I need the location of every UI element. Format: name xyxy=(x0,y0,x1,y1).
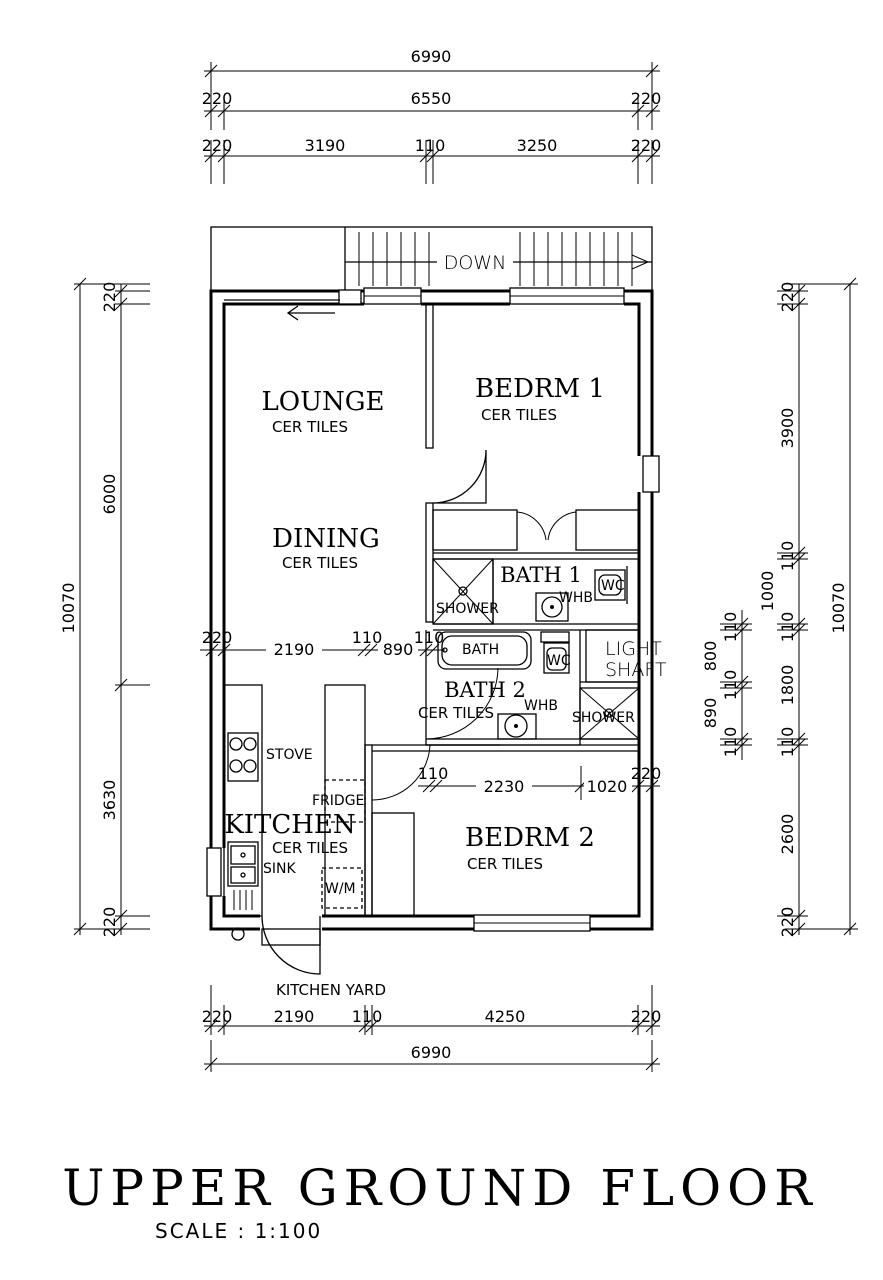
shower-2-label: SHOWER xyxy=(572,710,635,726)
shower-1-label: SHOWER xyxy=(436,601,499,617)
dim-left-detail-b: 6000 xyxy=(100,474,119,515)
dim-right-detail-e: 110 xyxy=(778,612,797,643)
bath-label: BATH xyxy=(462,642,499,658)
dim-right-detail-d: 1000 xyxy=(758,571,777,612)
shower-1 xyxy=(432,558,494,625)
dim-top-detail-e: 220 xyxy=(631,136,662,155)
room-bath2-name: BATH 2 xyxy=(444,678,526,702)
dim-interior-mid-e: 110 xyxy=(414,628,445,647)
dim-bottom-detail-e: 220 xyxy=(631,1007,662,1026)
room-bedroom1-finish: CER TILES xyxy=(481,406,557,424)
dim-top-mid-right: 220 xyxy=(631,89,662,108)
stair-down-label: DOWN xyxy=(444,252,507,274)
dim-right-inner-a: 110 xyxy=(721,612,740,643)
dim-bottom-overall: 6990 xyxy=(411,1043,452,1062)
dim-top-detail-b: 3190 xyxy=(305,136,346,155)
dim-right-inner-b: 800 xyxy=(701,641,720,672)
dim-right-detail-i: 220 xyxy=(778,907,797,938)
light-shaft-line2: SHAFT xyxy=(605,659,667,681)
dim-right-inner-c: 110 xyxy=(721,670,740,701)
dim-right-inner-e: 110 xyxy=(721,727,740,758)
light-shaft-line1: LIGHT xyxy=(605,638,662,660)
room-bedroom2-finish: CER TILES xyxy=(467,855,543,873)
room-bath2-finish: CER TILES xyxy=(418,704,494,722)
dim-top-detail-c: 110 xyxy=(415,136,446,155)
room-bath1-name: BATH 1 xyxy=(500,563,582,587)
room-dining-finish: CER TILES xyxy=(282,554,358,572)
wc-1-label: WC xyxy=(601,578,625,594)
dim-left-overall: 10070 xyxy=(59,583,78,634)
room-kitchen-finish: CER TILES xyxy=(272,839,348,857)
dim-bottom-detail-c: 110 xyxy=(352,1007,383,1026)
dim-left-detail-a: 220 xyxy=(100,282,119,313)
dim-top-overall: 6990 xyxy=(411,47,452,66)
dim-right-inner-d: 890 xyxy=(701,698,720,729)
bottom-dimensions: 220 2190 110 4250 220 6990 xyxy=(202,985,662,1072)
fridge-label: FRIDGE xyxy=(312,793,364,809)
dim-interior-mid-c: 110 xyxy=(352,628,383,647)
dim-bottom-detail-b: 2190 xyxy=(274,1007,315,1026)
washing-machine xyxy=(321,867,363,909)
dim-top-mid-left: 220 xyxy=(202,89,233,108)
kitchen-yard-label: KITCHEN YARD xyxy=(276,981,386,999)
right-dimensions: 10070 220 3900 110 1000 110 1800 110 260… xyxy=(701,277,858,938)
stair: DOWN xyxy=(210,226,653,292)
wm-label: W/M xyxy=(325,881,356,897)
whb-1-label: WHB xyxy=(559,590,593,606)
dim-right-detail-b: 3900 xyxy=(778,408,797,449)
stove xyxy=(227,732,259,782)
room-kitchen-name: KITCHEN xyxy=(224,810,355,840)
fridge xyxy=(324,779,366,823)
sink xyxy=(227,841,259,887)
dim-interior-mid-b: 2190 xyxy=(274,640,315,659)
dim-top-detail-d: 3250 xyxy=(517,136,558,155)
dim-interior-mid-d: 890 xyxy=(383,640,414,659)
room-dining-name: DINING xyxy=(272,524,380,554)
room-lounge-name: LOUNGE xyxy=(262,387,385,417)
shower-2 xyxy=(579,687,640,740)
dim-interior-lower-d: 220 xyxy=(631,764,662,783)
fixtures: SHOWER WC WHB BATH WC WHB SHOWER xyxy=(223,558,640,917)
wc-2 xyxy=(543,642,570,674)
room-lounge-finish: CER TILES xyxy=(272,418,348,436)
interior-dimensions: 220 2190 110 890 110 110 2230 1020 220 xyxy=(200,628,661,800)
whb-2-label: WHB xyxy=(524,698,558,714)
room-labels: LOUNGE CER TILES DINING CER TILES BEDRM … xyxy=(224,374,667,999)
room-bedroom2-name: BEDRM 2 xyxy=(465,823,595,853)
wc-2-label: WC xyxy=(547,653,571,669)
dim-right-detail-c: 110 xyxy=(778,541,797,572)
dim-left-detail-c: 3630 xyxy=(100,780,119,821)
dim-bottom-detail-a: 220 xyxy=(202,1007,233,1026)
dim-right-detail-a: 220 xyxy=(778,282,797,313)
drawing-title: UPPER GROUND FLOOR xyxy=(62,1159,817,1217)
dim-right-overall: 10070 xyxy=(829,583,848,634)
dim-interior-lower-b: 2230 xyxy=(484,777,525,796)
dim-interior-mid-a: 220 xyxy=(202,628,233,647)
dim-top-mid-center: 6550 xyxy=(411,89,452,108)
room-bedroom1-name: BEDRM 1 xyxy=(475,374,605,404)
left-dimensions: 10070 220 6000 3630 220 xyxy=(59,277,150,938)
dim-bottom-detail-d: 4250 xyxy=(485,1007,526,1026)
dim-right-detail-h: 2600 xyxy=(778,814,797,855)
dim-left-detail-d: 220 xyxy=(100,907,119,938)
dim-interior-lower-a: 110 xyxy=(418,764,449,783)
dim-top-detail-a: 220 xyxy=(202,136,233,155)
exterior-walls xyxy=(206,287,660,975)
dim-right-detail-g: 110 xyxy=(778,727,797,758)
top-dimensions: 6990 220 6550 220 220 3190 110 3250 220 xyxy=(202,47,662,184)
wc-1 xyxy=(594,569,626,601)
drawing-scale: SCALE : 1:100 xyxy=(155,1219,322,1243)
dim-interior-lower-c: 1020 xyxy=(587,777,628,796)
sink-label: SINK xyxy=(263,861,296,877)
stove-label: STOVE xyxy=(266,747,313,763)
dim-right-detail-f: 1800 xyxy=(778,665,797,706)
